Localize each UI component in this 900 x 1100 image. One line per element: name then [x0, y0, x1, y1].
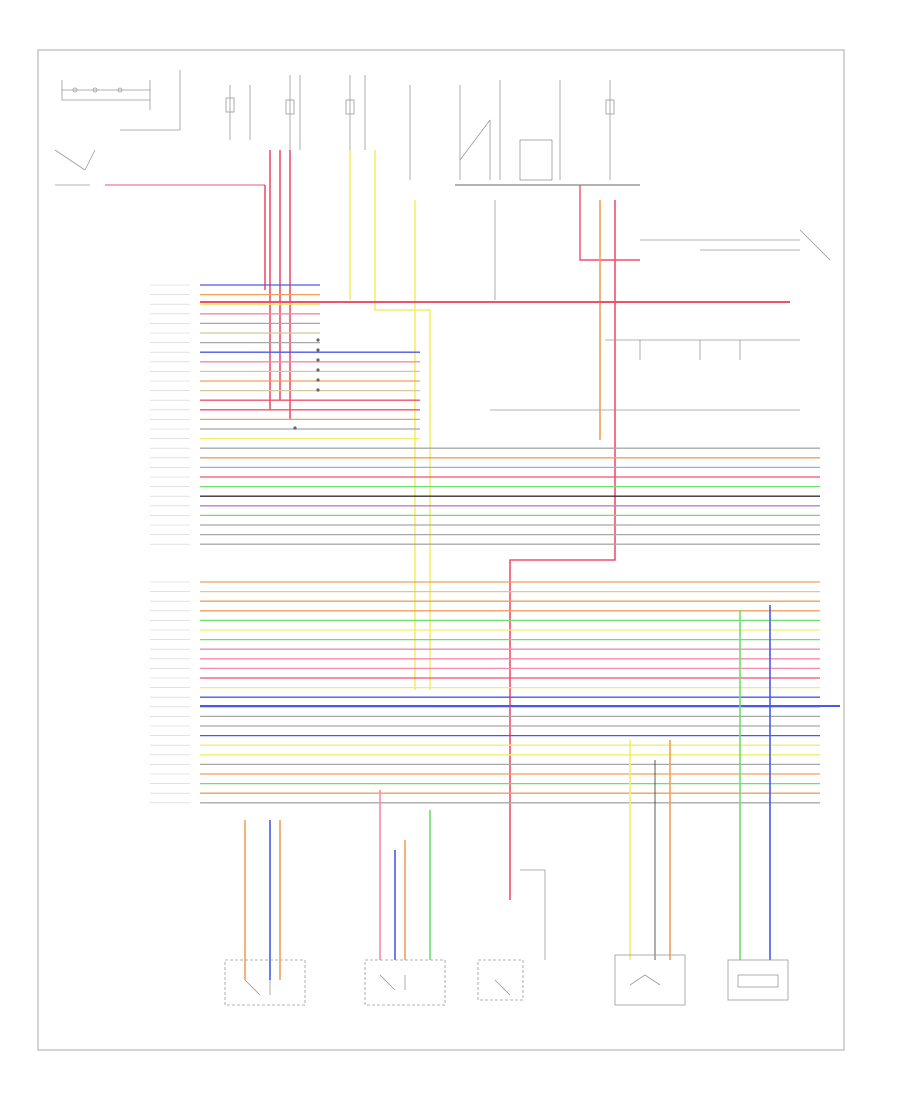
fuse-block-3: [345, 75, 366, 150]
console-switch-symbol: [224, 959, 306, 1006]
fuse-block-2: [285, 75, 301, 150]
clock-spring-symbol: [364, 959, 446, 1006]
bottom-components: [224, 869, 789, 1006]
right-junction-wires: [640, 229, 831, 261]
module-pin-labels: [150, 284, 190, 804]
ign-switch-symbol: [54, 70, 181, 186]
top-bus: [105, 184, 640, 261]
fuse-block-1: [225, 85, 251, 140]
front-sensor-symbol: [477, 869, 546, 1001]
center-connector: [293, 338, 320, 430]
module-harness-lines: [200, 284, 820, 804]
belt-sensor-symbol: [614, 954, 686, 1006]
diagram-frame: [37, 49, 845, 1051]
top-components: [54, 70, 831, 261]
relay-block-right: [519, 80, 615, 181]
right-connector: [490, 339, 800, 411]
bottom-feed-wires: [244, 605, 771, 980]
impact-sensor-symbol: [727, 959, 789, 1001]
relay-symbol: [409, 80, 501, 180]
